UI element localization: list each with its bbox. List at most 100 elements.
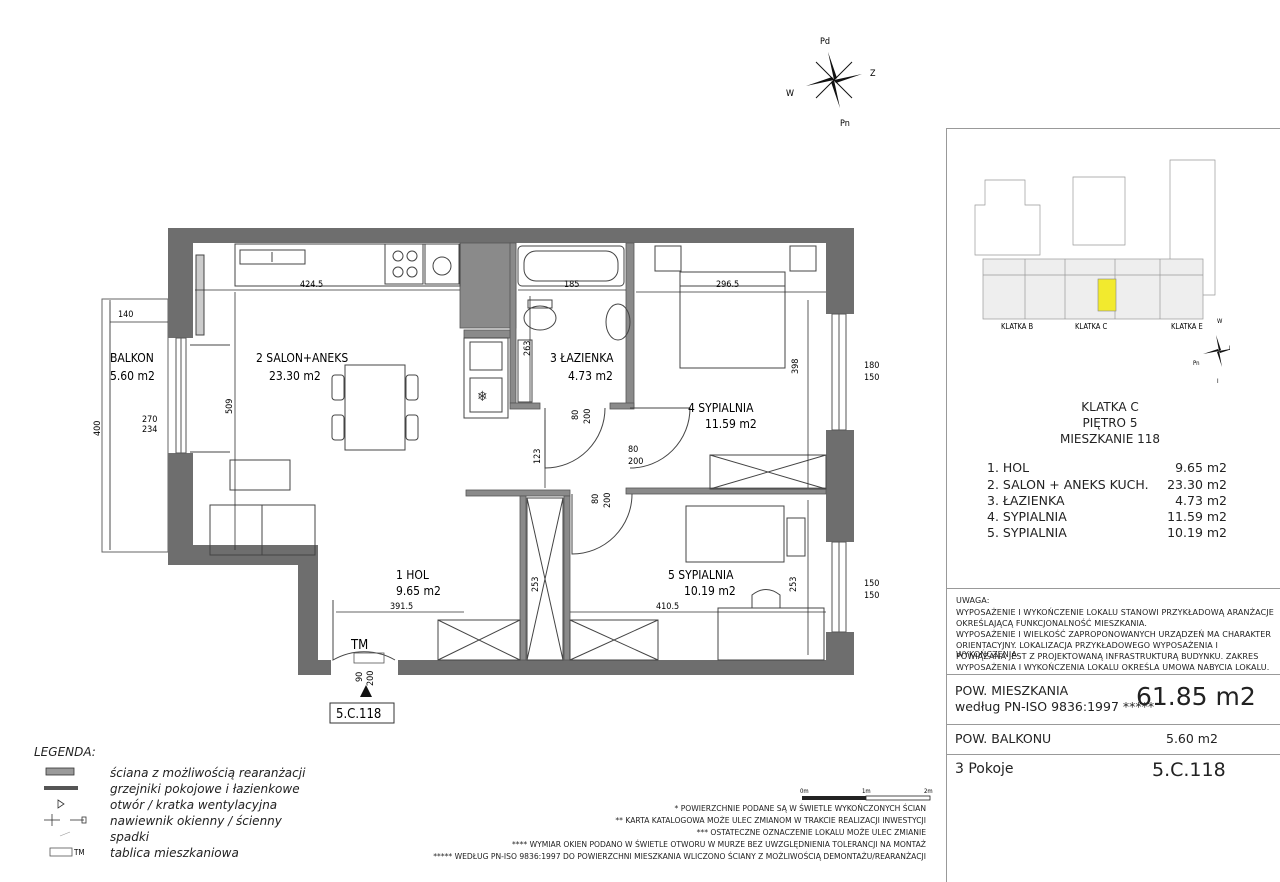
dim-123: 123 — [533, 449, 543, 464]
uwaga-line: POWIĄZANA JEST Z PROJEKTOWANĄ INFRASTRUK… — [956, 652, 1259, 661]
panel-line-balkon — [947, 724, 1280, 725]
svg-text:❄: ❄ — [477, 389, 488, 405]
info-apartment: MIESZKANIE 118 — [1060, 432, 1160, 446]
bathroom-fixtures — [517, 245, 631, 403]
doors — [190, 344, 691, 661]
note-line: * POWIERZCHNIE PODANE SĄ W ŚWIETLE WYKOŃ… — [674, 804, 926, 813]
legend-item: tablica mieszkaniowa — [110, 846, 239, 860]
room-salon-area: 23.30 m2 — [269, 369, 321, 383]
legend-title: LEGENDA: — [34, 745, 96, 759]
pow-label2: według PN-ISO 9836:1997 ***** — [955, 699, 1155, 714]
compass-needle-w — [806, 77, 834, 86]
summary-area: 10.19 m2 — [1167, 525, 1227, 540]
dim-253b: 253 — [789, 577, 799, 592]
site-compass-s: I — [1217, 378, 1219, 385]
pow-balkonu-value: 5.60 m2 — [1166, 731, 1218, 746]
summary-area: 11.59 m2 — [1167, 509, 1227, 524]
room-sypialnia4-name: 4 SYPIALNIA — [688, 401, 754, 415]
win-r2-bot: 150 — [864, 591, 879, 601]
legend-tm-label: TM — [73, 848, 85, 857]
room-sypialnia5-area: 10.19 m2 — [684, 584, 736, 598]
compass-rose: Pd Pn Z W — [786, 37, 876, 129]
win-bal-bot: 234 — [142, 425, 157, 435]
scale-bar: 0m 1m 2m — [800, 788, 933, 801]
info-stair: KLATKA C — [1081, 400, 1139, 414]
room-lazienka-name: 3 ŁAZIENKA — [550, 351, 614, 365]
pow-label1: POW. MIESZKANIA — [955, 683, 1069, 698]
kitchen-counter — [234, 243, 509, 419]
room-sypialnia5-name: 5 SYPIALNIA — [668, 568, 734, 582]
note-line: ***** WEDŁUG PN-ISO 9836:1997 DO POWIERZ… — [433, 852, 926, 861]
panel-line-footer — [947, 754, 1280, 755]
summary-name: 4. SYPIALNIA — [987, 509, 1067, 524]
dim-263: 263 — [523, 341, 533, 356]
compass-needle-n — [828, 52, 837, 80]
dim-398: 398 — [791, 359, 801, 374]
site-compass-e: W — [1217, 318, 1223, 325]
dim-296: 296.5 — [716, 280, 739, 290]
compass-n-label: Pd — [820, 37, 830, 47]
uwaga-line: OKREŚLAJĄCĄ FUNKCJONALNOŚĆ MIESZKANIA. — [956, 619, 1148, 628]
dim-424: 424.5 — [300, 280, 323, 290]
balcony-outline — [101, 298, 169, 553]
panel-line-pow — [947, 674, 1280, 675]
wardrobes — [437, 497, 659, 661]
dimension-labels: 140 424.5 185 296.5 391.5 410.5 270 234 … — [93, 280, 879, 686]
win-bal-top: 270 — [142, 415, 157, 425]
scale-tick-2: 2m — [924, 788, 933, 795]
compass-needle-e — [834, 74, 862, 83]
dim-400: 400 — [93, 421, 103, 436]
dimension-lines — [109, 289, 826, 655]
apartment-highlight — [1097, 278, 1117, 312]
room-sypialnia4-area: 11.59 m2 — [705, 417, 757, 431]
sofa — [195, 254, 316, 556]
tm-label: TM — [350, 638, 368, 653]
summary-area: 4.73 m2 — [1175, 493, 1227, 508]
windows — [175, 313, 847, 633]
legend-vent-symbol — [57, 799, 65, 809]
panel-top-line — [947, 128, 1280, 129]
summary-name: 1. HOL — [987, 460, 1030, 475]
bedroom4-furniture — [654, 245, 827, 490]
legend-item: otwór / kratka wentylacyjna — [110, 798, 278, 812]
legend-item: spadki — [110, 830, 150, 844]
dim-253a: 253 — [531, 577, 541, 592]
door-s4-w: 80 — [628, 445, 638, 455]
dim-391: 391.5 — [390, 602, 413, 612]
door-laz-w: 80 — [571, 410, 581, 420]
door-main-w: 90 — [355, 672, 365, 682]
site-plan: KLATKA B KLATKA C KLATKA E Pd Pn I W — [974, 159, 1230, 385]
legend-wall-symbol — [45, 767, 75, 776]
site-compass-w: Pn — [1193, 360, 1200, 367]
summary-name: 5. SYPIALNIA — [987, 525, 1067, 540]
footer-code: 5.C.118 — [1152, 759, 1226, 781]
uwaga-line: WYPOSAŻENIA I WYKOŃCZENIA LOKALU OKREŚLA… — [956, 663, 1270, 672]
tm-box — [353, 652, 385, 664]
inner-walls — [459, 242, 827, 661]
dim-509: 509 — [225, 399, 235, 414]
legend-inlet-symbol — [44, 814, 87, 826]
site-label-e: KLATKA E — [1171, 322, 1203, 331]
panel-divider — [946, 128, 947, 882]
legend-item: ściana z możliwością rearanżacji — [110, 766, 306, 780]
uwaga-title: UWAGA: — [956, 596, 990, 605]
compass-s-label: Pn — [840, 119, 850, 129]
dim-410: 410.5 — [656, 602, 679, 612]
uwaga-line: WYPOSAŻENIE I WYKOŃCZENIE LOKALU STANOWI… — [956, 608, 1274, 617]
door-s5-h: 200 — [603, 493, 613, 508]
door-laz-h: 200 — [583, 409, 593, 424]
dining-table — [331, 364, 419, 451]
legend-symbols: TM — [44, 767, 87, 857]
unit-code-box — [329, 702, 395, 724]
site-label-b: KLATKA B — [1001, 322, 1034, 331]
dim-185: 185 — [564, 280, 579, 290]
legend-item: grzejniki pokojowe i łazienkowe — [110, 782, 300, 796]
summary-area: 23.30 m2 — [1167, 477, 1227, 492]
summary-area: 9.65 m2 — [1175, 460, 1227, 475]
win-r2-top: 150 — [864, 579, 879, 589]
room-lazienka-area: 4.73 m2 — [568, 369, 613, 383]
compass-w-label: W — [786, 89, 794, 99]
pow-value: 61.85 m2 — [1136, 682, 1256, 711]
pow-balkonu-label: POW. BALKONU — [955, 731, 1052, 746]
scale-tick-1: 1m — [862, 788, 871, 795]
